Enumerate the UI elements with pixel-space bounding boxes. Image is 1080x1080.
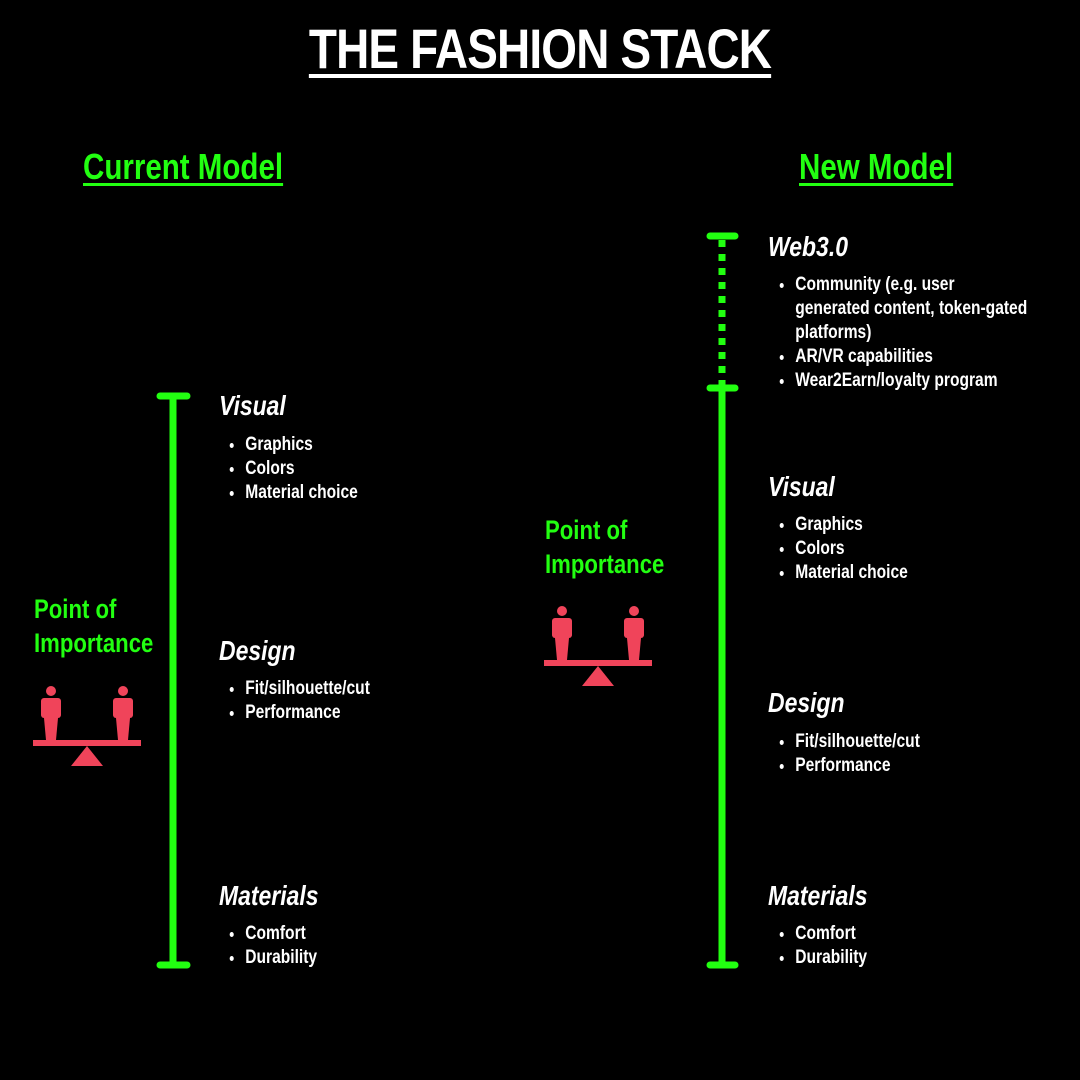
- list-item: Graphics: [794, 513, 908, 537]
- list-item: Comfort: [244, 922, 317, 946]
- new-design-list: Fit/silhouette/cut Performance: [769, 730, 920, 778]
- list-item: Durability: [794, 946, 867, 970]
- new-web3-heading: Web3.0: [768, 231, 848, 262]
- list-item: Material choice: [794, 561, 908, 585]
- new-web3-list: Community (e.g. user generated content, …: [769, 273, 1031, 393]
- list-item: Wear2Earn/loyalty program: [794, 369, 1032, 393]
- list-item: AR/VR capabilities: [794, 345, 1032, 369]
- list-item: Graphics: [244, 433, 358, 457]
- page-title: THE FASHION STACK: [308, 17, 772, 80]
- list-item: Colors: [244, 457, 358, 481]
- current-visual-list: Graphics Colors Material choice: [219, 433, 358, 505]
- poi-line: Importance: [545, 549, 665, 579]
- new-point-of-importance: Point of Importance: [545, 513, 664, 581]
- current-materials-heading: Materials: [219, 880, 319, 911]
- new-materials-heading: Materials: [768, 880, 868, 911]
- list-item: Durability: [244, 946, 317, 970]
- new-visual-heading: Visual: [768, 471, 835, 502]
- current-model-title: Current Model: [83, 146, 284, 187]
- new-visual-list: Graphics Colors Material choice: [769, 513, 908, 585]
- new-model-title: New Model: [799, 146, 954, 187]
- poi-line: Importance: [34, 628, 154, 658]
- list-item: Fit/silhouette/cut: [794, 730, 920, 754]
- list-item: Colors: [794, 537, 908, 561]
- balance-scale-icon: [33, 686, 141, 766]
- new-materials-list: Comfort Durability: [769, 922, 867, 970]
- current-visual-heading: Visual: [219, 390, 286, 421]
- current-design-heading: Design: [219, 635, 296, 666]
- list-item: Fit/silhouette/cut: [244, 677, 370, 701]
- list-item: Performance: [794, 754, 920, 778]
- poi-line: Point of: [545, 515, 628, 545]
- new-design-heading: Design: [768, 687, 845, 718]
- list-item: Comfort: [794, 922, 867, 946]
- list-item: Performance: [244, 701, 370, 725]
- balance-scale-icon: [544, 606, 652, 686]
- current-point-of-importance: Point of Importance: [34, 592, 153, 660]
- poi-line: Point of: [34, 594, 117, 624]
- list-item: Material choice: [244, 481, 358, 505]
- current-materials-list: Comfort Durability: [219, 922, 317, 970]
- current-design-list: Fit/silhouette/cut Performance: [219, 677, 370, 725]
- list-item: Community (e.g. user generated content, …: [794, 273, 1032, 345]
